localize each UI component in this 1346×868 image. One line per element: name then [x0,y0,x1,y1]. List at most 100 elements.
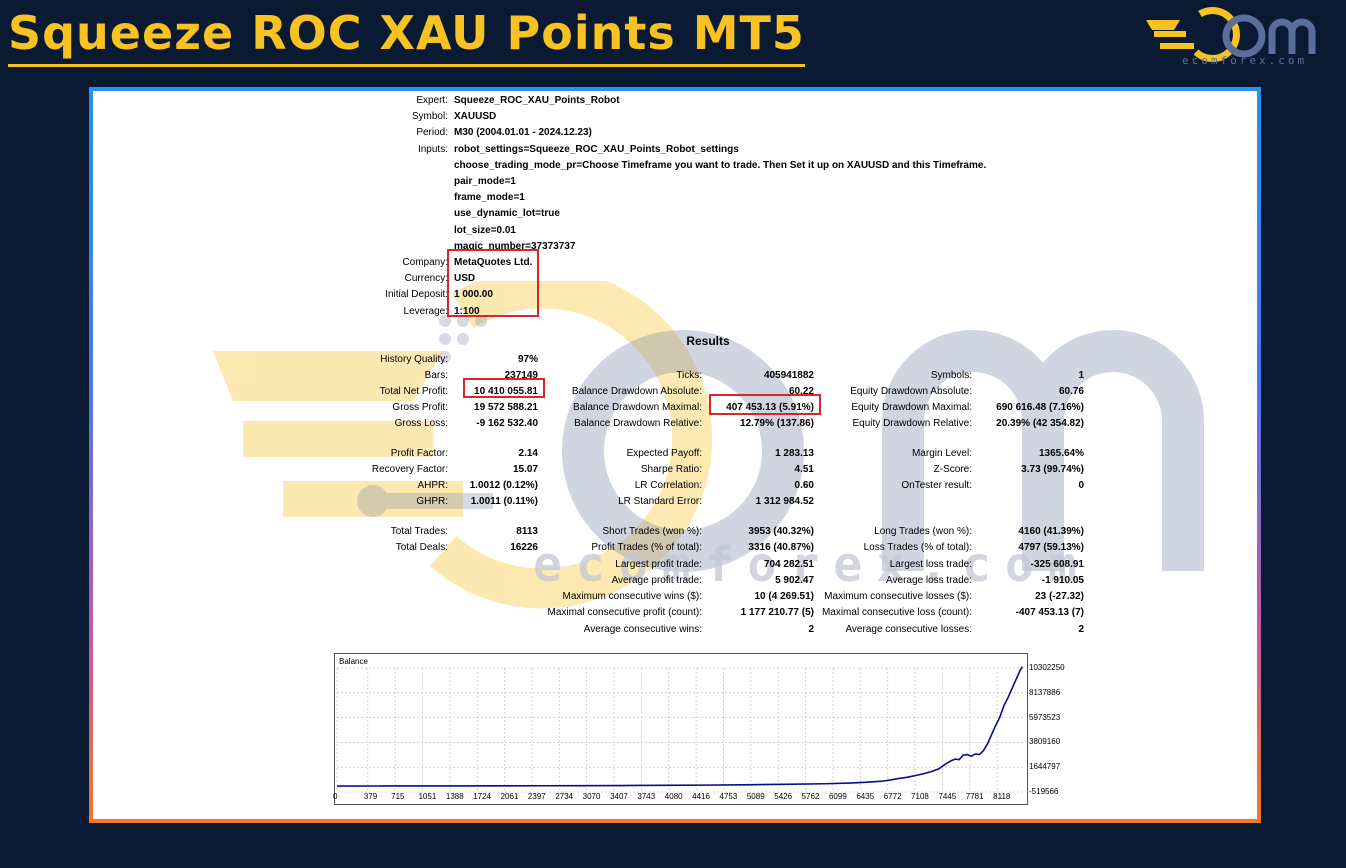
x-tick-label: 2734 [555,792,574,801]
settings-label: Period: [416,127,448,139]
col3-label: Largest loss trade: [889,559,972,570]
x-tick-label: 7445 [938,792,957,801]
col3-label: Margin Level: [911,448,972,459]
results-title: Results [686,334,730,348]
col3-label: Equity Drawdown Relative: [852,418,973,429]
col2-value: 10 (4 269.51) [754,591,815,602]
settings-label: Company: [402,257,448,268]
col3-value: 0 [1078,480,1084,491]
col2-value: 1 312 984.52 [755,496,814,507]
x-tick-label: 8118 [993,792,1011,801]
col1-value: 16226 [510,542,538,553]
col1-label: GHPR: [416,496,448,507]
col2-label: Ticks: [676,370,702,381]
col2-label: Balance Drawdown Maximal: [573,402,702,413]
col1-label: Total Net Profit: [379,386,448,397]
col2-value: 704 282.51 [763,559,814,570]
settings-value: frame_mode=1 [454,192,525,204]
col1-value: 19 572 588.21 [474,402,538,413]
x-tick-label: 715 [391,792,405,801]
settings-label: Expert: [416,95,448,106]
col3-value: 23 (-27.32) [1035,591,1084,602]
x-tick-label: 7108 [911,792,929,801]
col1-label: AHPR: [417,480,448,491]
x-tick-label: 379 [363,792,378,801]
x-tick-label: 5089 [746,792,765,801]
settings-label: Currency: [404,273,448,285]
col3-label: Long Trades (won %): [874,526,972,537]
col3-label: Maximal consecutive loss (count): [821,607,972,618]
col2-value: 12.79% (137.86) [740,418,814,429]
y-tick-label: 3809160 [1029,737,1061,747]
x-tick-label: 1724 [473,792,491,801]
balance-chart-svg: Balance [336,657,1024,793]
col3-value: -407 453.13 (7) [1015,607,1084,618]
col2-value: 1 177 210.77 (5) [740,607,814,618]
col2-label: Average profit trade: [611,575,702,586]
report-frame: ecomforex.com Expert: Squeeze_ROC_XAU_Poi… [89,87,1261,823]
col1-label: Gross Profit: [392,402,448,413]
col2-value: 60.22 [788,386,814,397]
col1-label: Profit Factor: [390,448,448,459]
col3-value: -325 608.91 [1030,559,1084,570]
settings-value: Squeeze_ROC_XAU_Points_Robot [454,95,620,106]
x-tick-label: 1388 [445,792,464,801]
col3-value: 1 [1078,370,1084,381]
x-tick-label: 1051 [418,792,437,801]
col2-label: Sharpe Ratio: [640,464,702,475]
col1-label: History Quality: [380,354,448,365]
x-tick-label: 6772 [883,792,902,801]
col3-value: 3.73 (99.74%) [1021,464,1084,475]
logo-subtitle: ecomforex.com [1182,54,1308,67]
col3-value: 2 [1078,624,1084,635]
x-tick-label: 6099 [828,792,847,801]
x-tick-label: 3407 [610,792,628,801]
x-tick-label: 4080 [664,792,683,801]
settings-value: lot_size=0.01 [454,224,516,236]
chart-title: Balance [339,657,368,666]
col1-value: 8113 [516,526,538,537]
col3-label: Equity Drawdown Absolute: [850,386,972,397]
col1-value: 237149 [504,370,538,381]
settings-label: Symbol: [411,111,448,123]
x-tick-label: 6435 [856,792,875,801]
col2-value: 3316 (40.87%) [748,542,814,553]
col1-value: 97% [517,354,538,365]
x-tick-label: 5426 [774,792,793,801]
col3-value: 4160 (41.39%) [1018,526,1084,537]
col3-label: Average loss trade: [886,575,972,586]
settings-value: M30 (2004.01.01 - 2024.12.23) [454,127,592,139]
col3-label: Z-Score: [933,464,972,475]
col3-value: 60.76 [1058,386,1084,397]
col1-label: Total Trades: [390,526,448,537]
col2-value: 407 453.13 (5.91%) [726,402,814,413]
col3-label: OnTester result: [901,480,972,491]
watermark-text: ecomforex.com [533,537,1091,593]
col3-value: 1365.64% [1038,448,1084,459]
col2-label: Profit Trades (% of total): [591,542,702,553]
y-tick-label: -519566 [1029,787,1059,796]
settings-value: choose_trading_mode_pr=Choose Timeframe … [454,159,987,171]
settings-label: Leverage: [403,305,448,317]
x-tick-label: 3070 [582,792,601,801]
x-tick-label: 7781 [965,792,984,801]
page-title: Squeeze ROC XAU Points MT5 [8,4,805,67]
ecomforex-logo-icon [1146,7,1316,62]
col2-value: 5 902.47 [775,575,814,586]
col2-label: Largest profit trade: [615,559,702,570]
settings-value: use_dynamic_lot=true [454,208,560,220]
settings-label: Inputs: [417,143,448,155]
x-tick-label: 3743 [637,792,656,801]
col1-label: Bars: [424,370,448,381]
col2-label: Balance Drawdown Absolute: [571,386,702,397]
balance-line [336,666,1024,787]
settings-value: pair_mode=1 [454,176,516,187]
col2-value: 1 283.13 [775,448,814,459]
col1-value: 1.0011 (0.11%) [470,496,538,507]
y-tick-label: 8137886 [1029,687,1061,697]
x-tick-label: 0 [333,792,338,801]
col1-label: Recovery Factor: [371,464,448,475]
col2-label: LR Standard Error: [618,496,702,507]
col2-value: 3953 (40.32%) [748,526,814,537]
